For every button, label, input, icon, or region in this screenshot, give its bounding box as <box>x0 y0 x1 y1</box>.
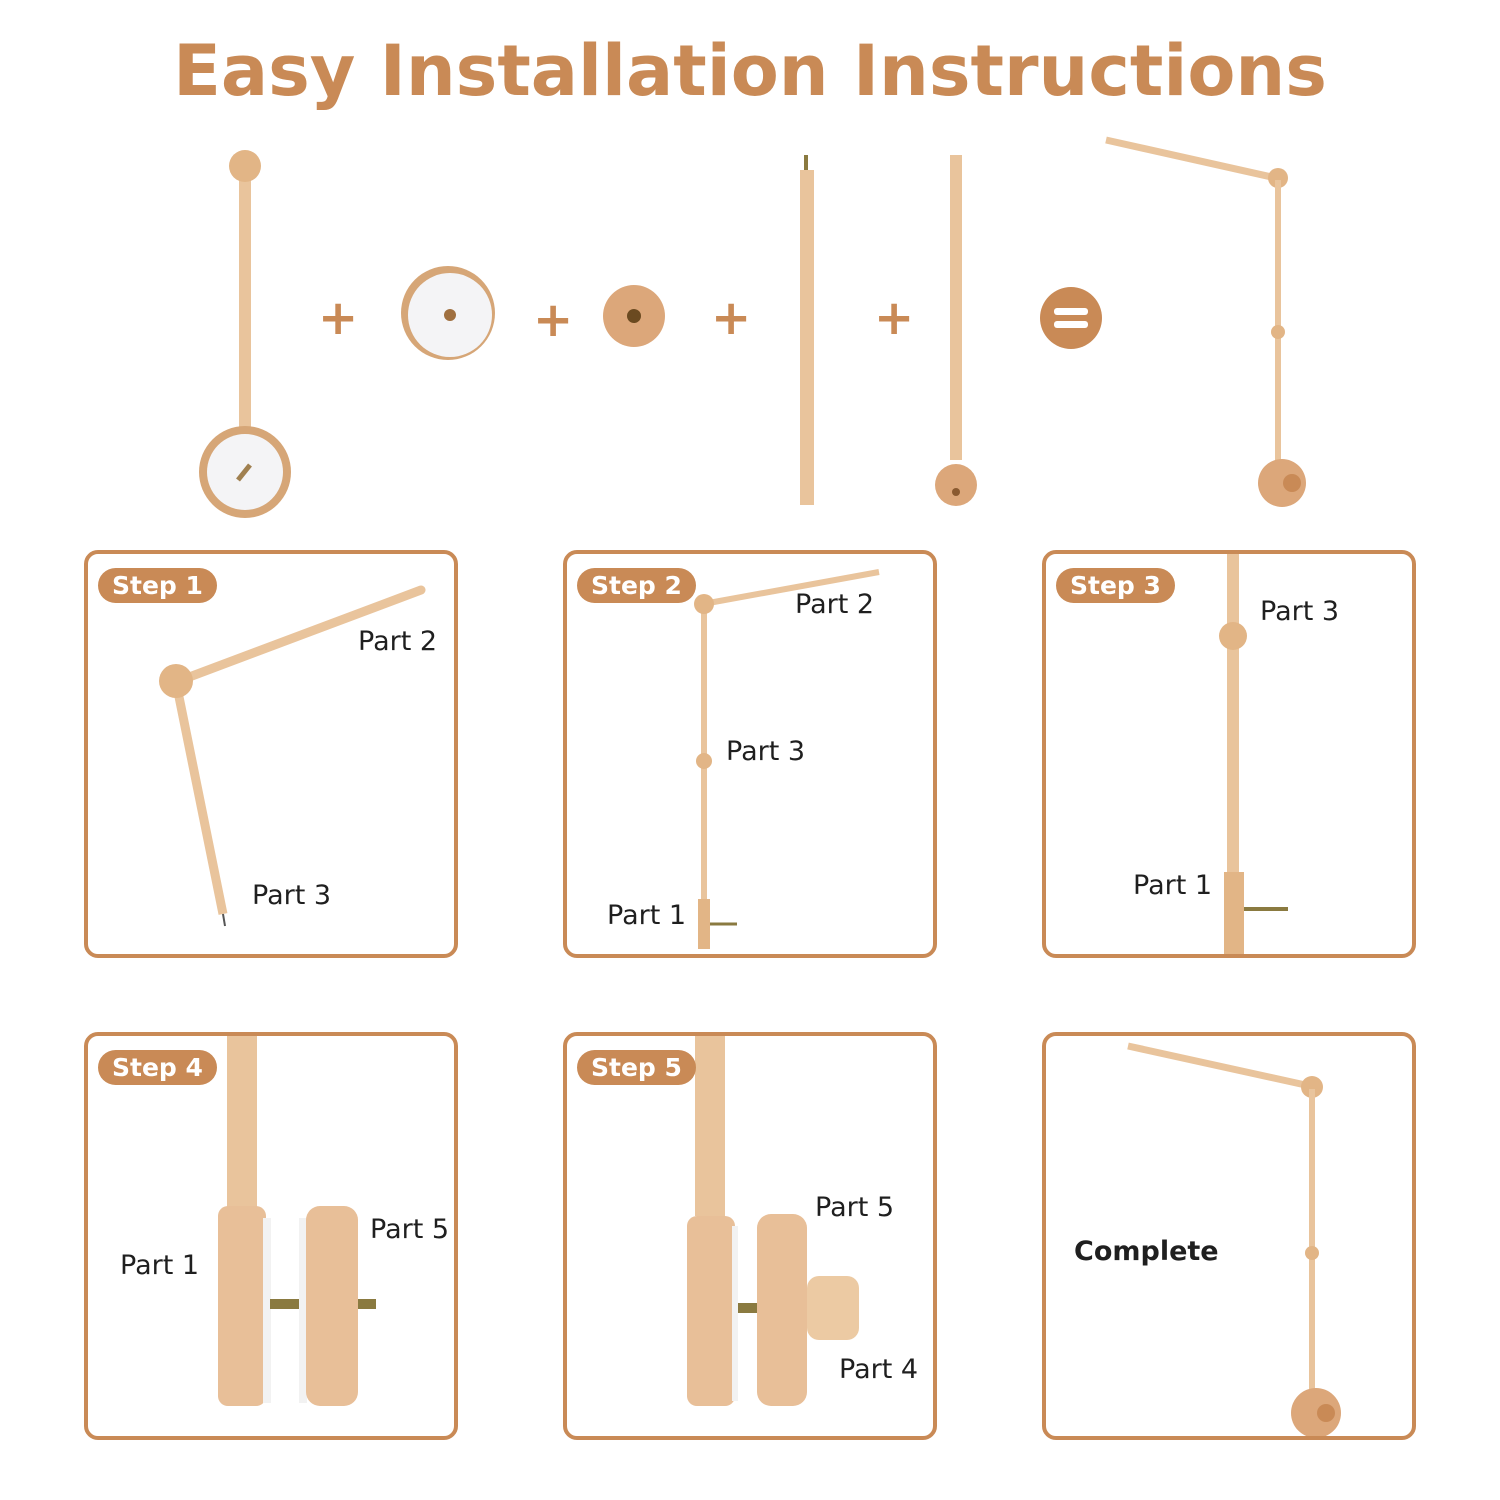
complete-card: Complete <box>1042 1032 1416 1440</box>
step-2-illustration <box>694 569 880 949</box>
part-label: Part 2 <box>795 589 875 620</box>
part-label: Part 3 <box>252 880 332 911</box>
part-label: Part 5 <box>370 1214 450 1245</box>
part-label: Part 5 <box>815 1192 895 1223</box>
step-3-illustration <box>1219 554 1288 954</box>
equals-icon <box>1040 287 1102 349</box>
step-4-illustration <box>218 1036 376 1406</box>
step-1-illustration <box>159 585 426 927</box>
step-badge: Step 4 <box>98 1050 217 1085</box>
step-1-card: Step 1 Part 2 Part 3 <box>84 550 458 958</box>
part-1-clamp-image <box>199 150 291 518</box>
plus-sign: + <box>874 290 915 346</box>
step-5-card: Step 5 Part 5 Part 4 <box>563 1032 937 1440</box>
complete-label: Complete <box>1074 1236 1219 1267</box>
parts-row-illustration <box>199 136 1306 518</box>
step-badge: Step 2 <box>577 568 696 603</box>
assembled-mobile-image <box>1105 136 1306 507</box>
part-label: Part 4 <box>839 1354 919 1385</box>
part-label: Part 3 <box>726 736 806 767</box>
plus-sign: + <box>318 290 359 346</box>
part-label: Part 3 <box>1260 596 1340 627</box>
step-5-illustration <box>687 1036 859 1406</box>
step-4-card: Step 4 Part 1 Part 5 <box>84 1032 458 1440</box>
part-label: Part 1 <box>607 900 687 931</box>
step-badge: Step 1 <box>98 568 217 603</box>
plus-sign: + <box>711 290 752 346</box>
disc-part-image <box>401 266 495 360</box>
part-label: Part 2 <box>358 626 438 657</box>
knob-part-image <box>603 285 665 347</box>
step-3-card: Step 3 Part 3 Part 1 <box>1042 550 1416 958</box>
step-2-card: Step 2 Part 2 Part 3 Part 1 <box>563 550 937 958</box>
complete-illustration <box>1127 1042 1341 1436</box>
step-badge: Step 3 <box>1056 568 1175 603</box>
straight-rod-image <box>800 155 814 505</box>
step-badge: Step 5 <box>577 1050 696 1085</box>
ball-rod-image <box>935 155 977 506</box>
part-label: Part 1 <box>1133 870 1213 901</box>
part-label: Part 1 <box>120 1250 200 1281</box>
plus-sign: + <box>533 292 574 348</box>
page-title: Easy Installation Instructions <box>173 30 1327 112</box>
